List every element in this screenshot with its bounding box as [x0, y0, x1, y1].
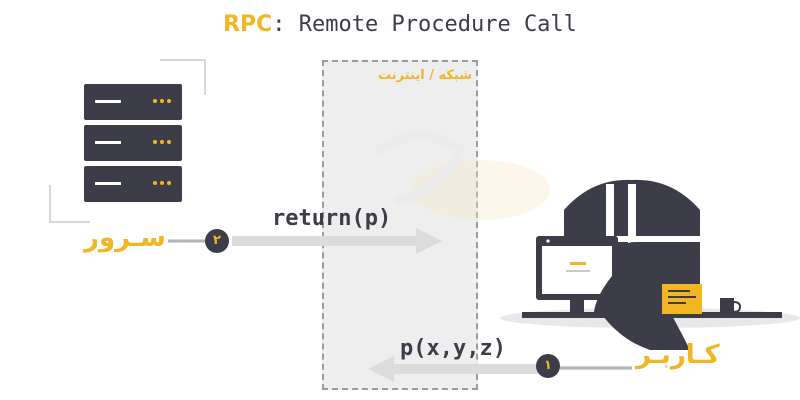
server-brackets: [49, 59, 206, 223]
diagram-title: RPC: Remote Procedure Call: [0, 12, 800, 37]
remote-call-text: p(x,y,z): [400, 336, 506, 361]
call-arrow: [368, 356, 538, 382]
server-icon: [84, 84, 182, 202]
server-label: سـرور: [84, 223, 166, 253]
user-label: کـاربـر: [636, 340, 720, 370]
user-illustration: [500, 179, 800, 350]
watermark-logo: [375, 130, 550, 220]
network-label: شبکه / اینترنت: [377, 68, 472, 83]
network-region: [322, 60, 478, 390]
title-acronym: RPC: [223, 12, 273, 37]
step-2-badge: ۲: [205, 229, 229, 253]
return-call-text: return(p): [272, 206, 392, 231]
return-arrow: [232, 228, 442, 254]
step-1-badge: ۱: [536, 354, 560, 378]
title-text: : Remote Procedure Call: [272, 12, 577, 37]
